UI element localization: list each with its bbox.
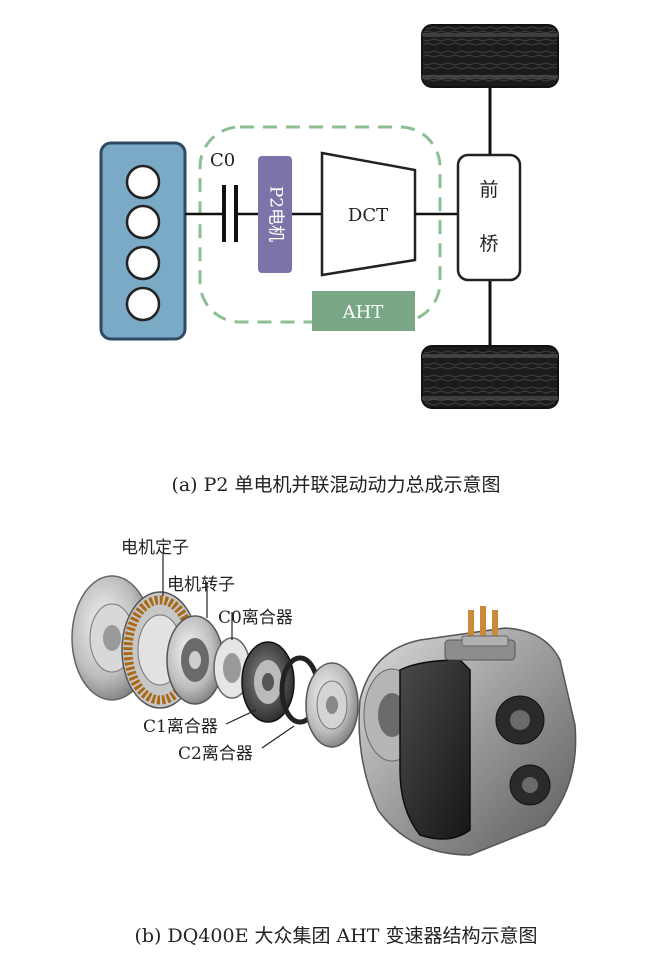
hybrid-module-boundary [198,125,442,324]
front-axle-label-bottom: 桥 [479,233,498,255]
aht-box: AHT [312,291,415,331]
c2-clutch-disc [305,662,359,748]
caption-a: (a) P2 单电机并联混动动力总成示意图 [171,474,501,496]
p2-motor-label: P2电机 [266,186,286,242]
bottom-tire [421,345,559,409]
leader-lines [162,554,295,749]
front-axle-label-top: 前 [479,179,498,201]
transmission-body [358,606,577,856]
c0-label: C0 [210,150,235,171]
p2-motor: P2电机 [258,156,292,273]
c0-clutch-label: C0离合器 [218,608,293,628]
dct-transmission: DCT [320,151,417,277]
top-tire [421,24,559,88]
c0-clutch-disc [213,637,251,699]
rotor-label: 电机转子 [167,575,235,595]
aht-label: AHT [342,302,384,323]
powertrain-schematic: C0 P2电机 DCT 前 桥 AHT [99,24,559,409]
caption-b: (b) DQ400E 大众集团 AHT 变速器结构示意图 [134,925,538,947]
dct-label: DCT [348,205,388,226]
c0-clutch [222,185,238,242]
c2-clutch-label: C2离合器 [178,744,253,764]
engine-block [99,141,187,341]
motor-rotor [166,615,224,705]
front-axle: 前 桥 [456,153,522,282]
stator-label: 电机定子 [121,538,189,558]
transmission-exploded-view [71,554,577,856]
c1-clutch-label: C1离合器 [143,717,218,737]
